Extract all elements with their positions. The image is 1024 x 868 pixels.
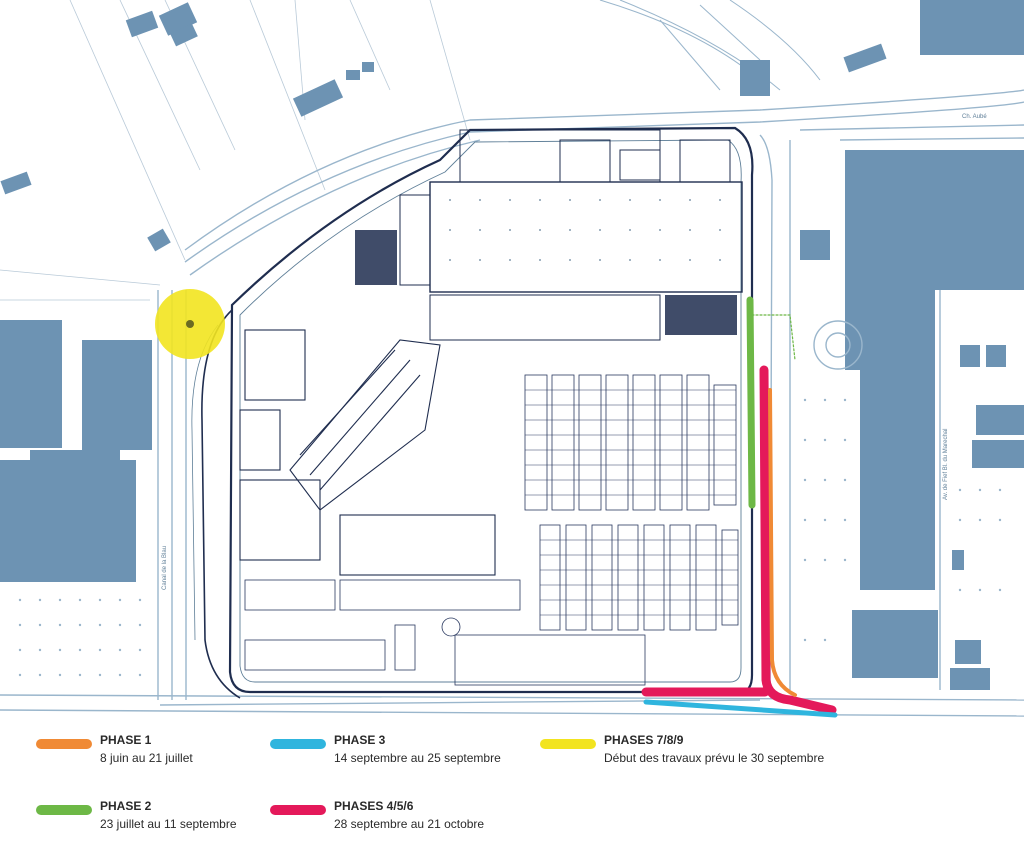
phase456-swatch bbox=[270, 805, 326, 815]
phase3-title: PHASE 3 bbox=[334, 733, 386, 747]
street-label-chemin: Ch. Aubé bbox=[962, 114, 987, 120]
phase3-route bbox=[643, 699, 838, 718]
street-label-canal: Canal de la Blau bbox=[162, 546, 168, 590]
phase1-title: PHASE 1 bbox=[100, 733, 152, 747]
phase1-dates: 8 juin au 21 juillet bbox=[100, 751, 193, 765]
phase2-dates: 23 juillet au 11 septembre bbox=[100, 817, 237, 831]
phase789-dates: Début des travaux prévu le 30 septembre bbox=[604, 751, 825, 765]
phase2-route bbox=[746, 296, 756, 509]
parking-dots-left bbox=[18, 598, 142, 677]
main-building bbox=[355, 129, 743, 341]
parking-stripes bbox=[525, 389, 738, 616]
phase789-center bbox=[186, 320, 194, 328]
buildings-left bbox=[0, 320, 152, 582]
site-inner-road bbox=[239, 139, 742, 683]
phase456-dates: 28 septembre au 21 octobre bbox=[334, 817, 485, 831]
buildings-right bbox=[740, 0, 1024, 690]
parking-rows bbox=[244, 374, 739, 686]
site-map: Ch. Aubé Canal de la Blau Av. de Fief Bl… bbox=[0, 0, 1024, 718]
mall-gallery bbox=[239, 329, 496, 576]
phase456-route bbox=[759, 365, 837, 715]
phase789-title: PHASES 7/8/9 bbox=[604, 733, 684, 747]
roundabout bbox=[813, 320, 863, 370]
phase789-swatch bbox=[540, 739, 596, 749]
buildings-top-left bbox=[0, 2, 374, 252]
phase2-title: PHASE 2 bbox=[100, 799, 152, 813]
phase456-title: PHASES 4/5/6 bbox=[334, 799, 414, 813]
phase1-route bbox=[768, 388, 797, 697]
phase3-dates: 14 septembre au 25 septembre bbox=[334, 751, 501, 765]
phase-overlays bbox=[155, 289, 838, 718]
site-outline bbox=[228, 126, 754, 694]
parking-dots-right bbox=[803, 398, 1002, 642]
street-label-avenue: Av. de Fief Bl. du Marechal bbox=[943, 429, 949, 500]
legend: PHASE 1 8 juin au 21 juillet PHASE 2 23 … bbox=[0, 725, 1024, 868]
phase2-branch bbox=[751, 314, 796, 361]
phase1-swatch bbox=[36, 739, 92, 749]
phase3-swatch bbox=[270, 739, 326, 749]
phase2-swatch bbox=[36, 805, 92, 815]
outer-roads bbox=[0, 89, 1024, 717]
